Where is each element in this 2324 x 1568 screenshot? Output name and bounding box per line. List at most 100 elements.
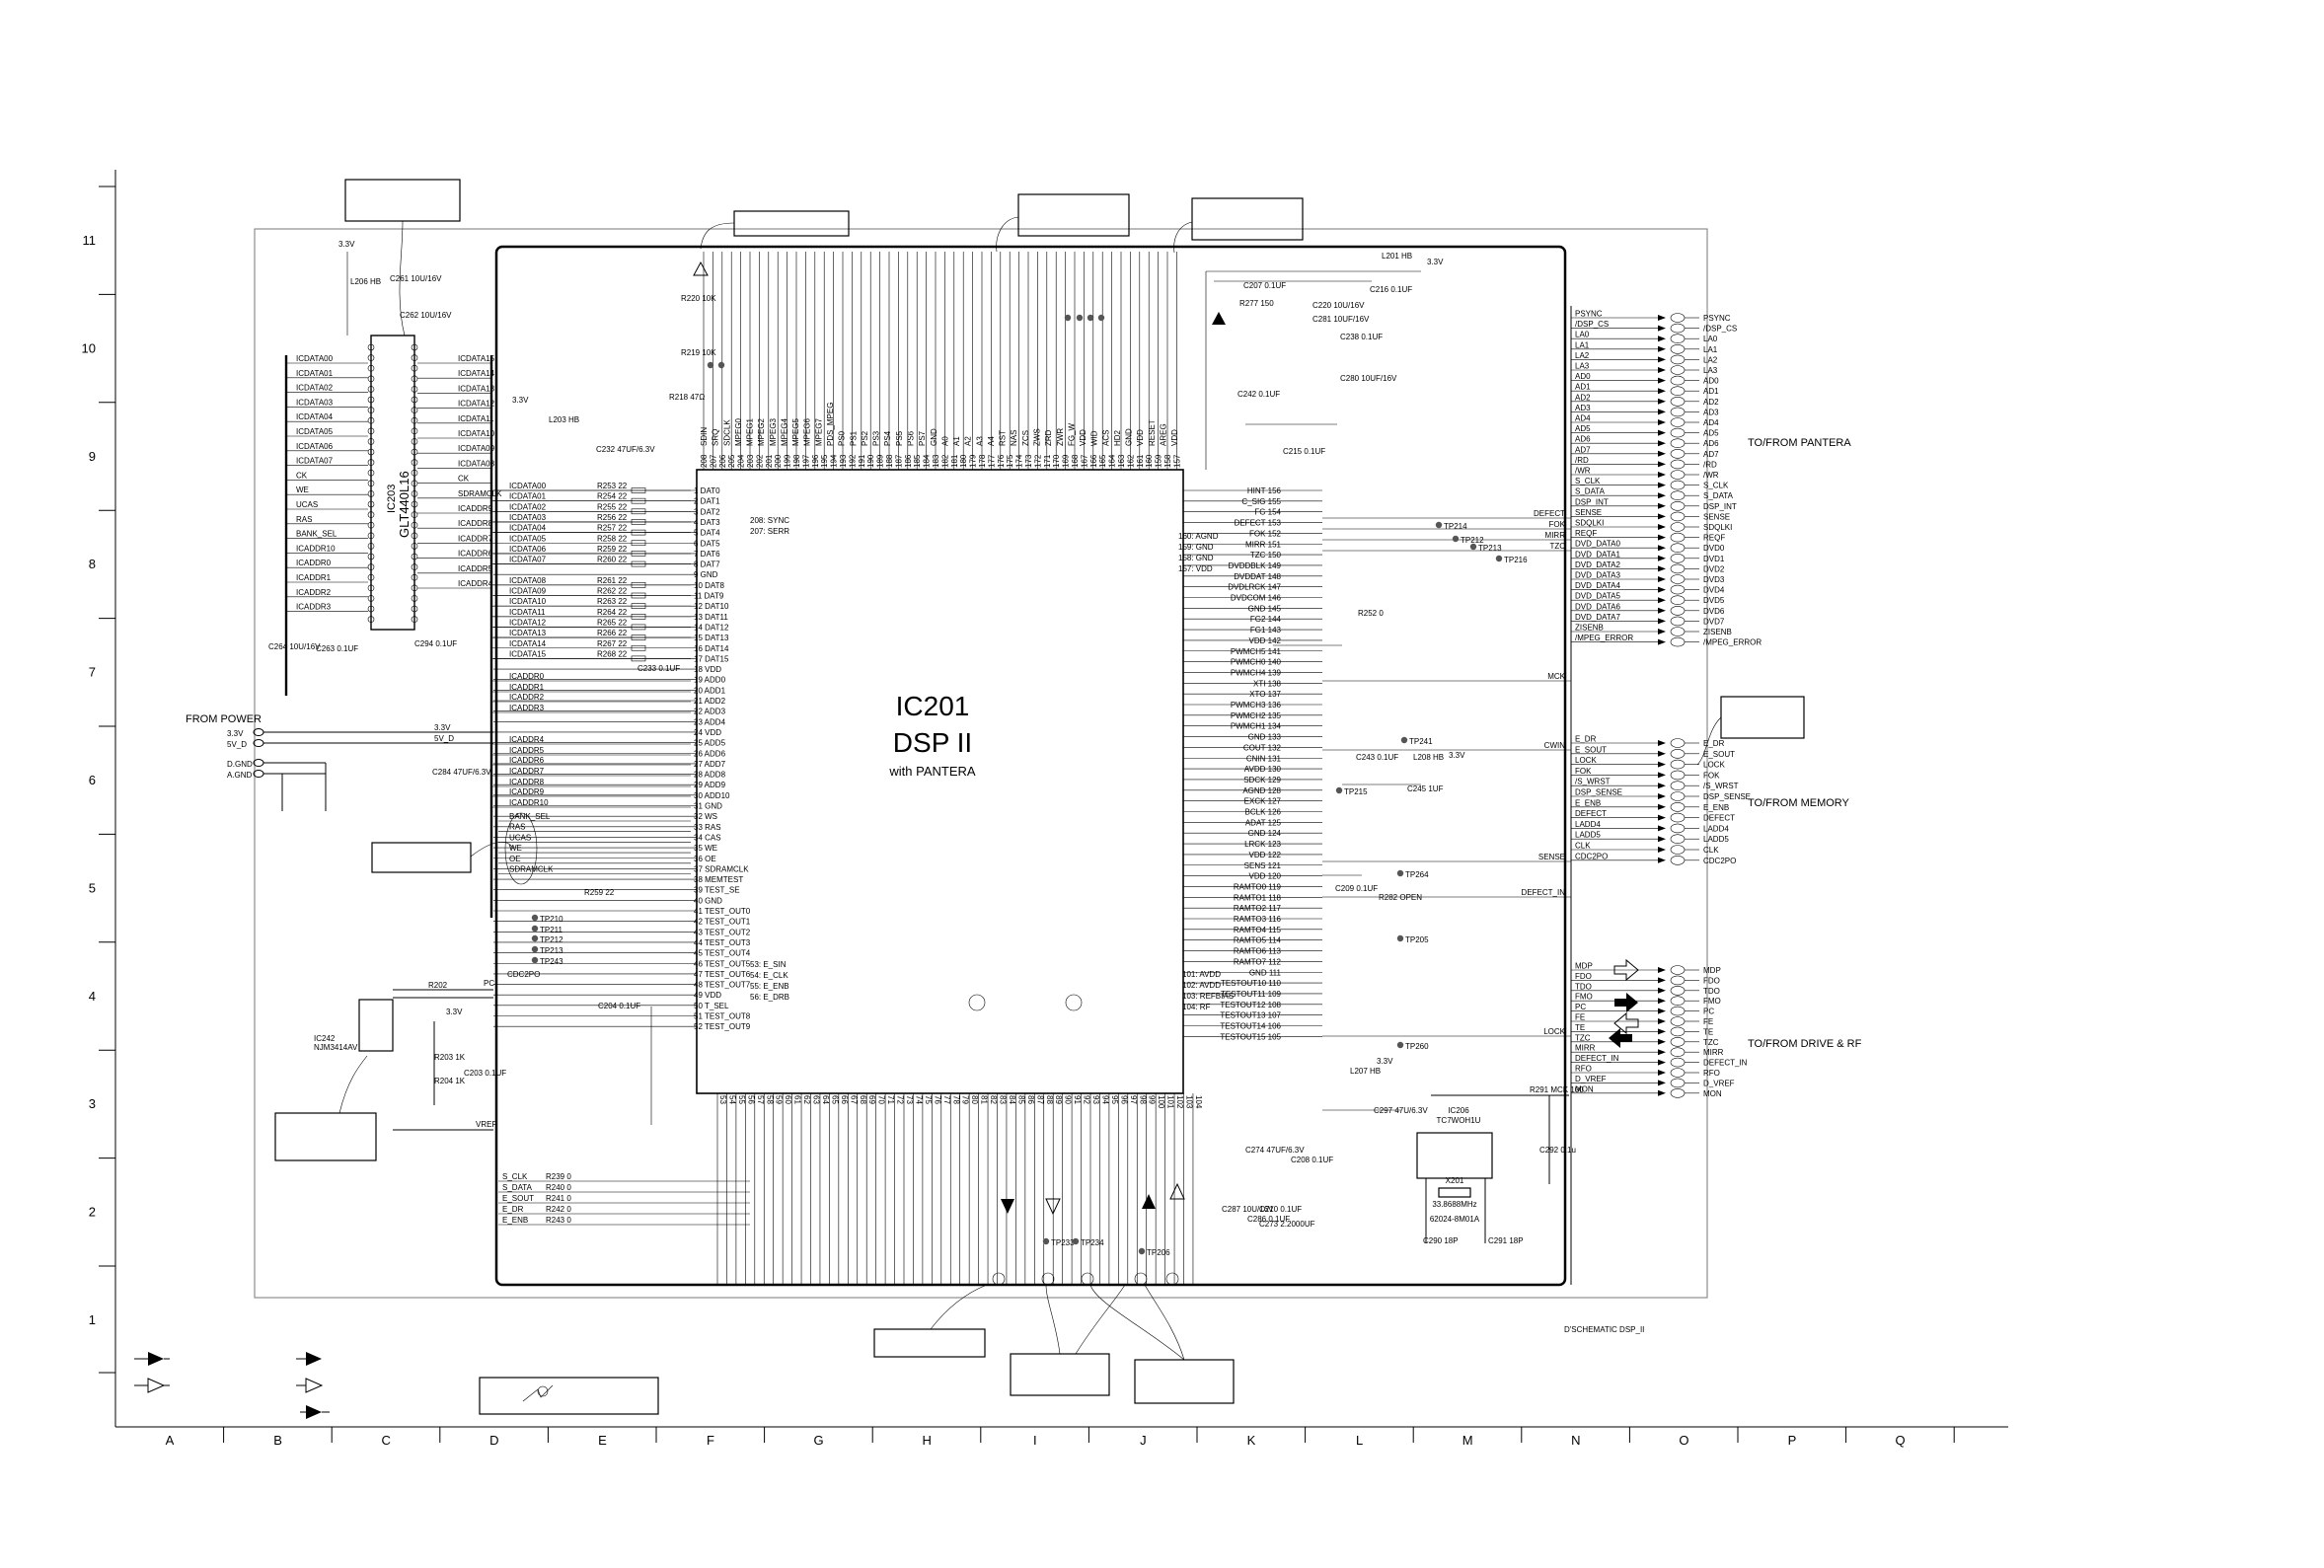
pin-note: 103: REFBIAS bbox=[1182, 992, 1234, 1001]
test-point-dot bbox=[1495, 555, 1503, 562]
osc-r291: R291 MCK 100 bbox=[1530, 1085, 1584, 1094]
connector-wire: DEFECT bbox=[1575, 809, 1607, 818]
connector-pin: LA1 bbox=[1703, 345, 1718, 354]
supply-marker: 3.3V bbox=[1427, 258, 1444, 266]
chip-pin-name-top: A4 bbox=[987, 436, 996, 446]
chip-pin-left: 30 ADD10 bbox=[694, 791, 730, 800]
ctrl-label: UCAS bbox=[509, 833, 531, 842]
connector-wire: D_VREF bbox=[1575, 1075, 1607, 1083]
chip-pin-left: 9 GND bbox=[694, 570, 718, 579]
heading-pantera: TO/FROM PANTERA bbox=[1748, 437, 1851, 449]
pin-note: 54: E_CLK bbox=[750, 971, 788, 980]
mem-left-label: ICDATA01 bbox=[296, 369, 334, 378]
resistor-label: R257 22 bbox=[597, 524, 628, 533]
column-label: B bbox=[273, 1433, 282, 1448]
connector-wire: E_DR bbox=[1575, 735, 1597, 744]
osc-crystal: X201 bbox=[1446, 1176, 1464, 1185]
bus-label: ICDATA13 bbox=[509, 629, 547, 637]
connector-pin: E_ENB bbox=[1703, 803, 1729, 812]
connector-wire: ZISENB bbox=[1575, 624, 1604, 633]
chip-pin-bottom: 81 bbox=[980, 1095, 989, 1104]
chip-pin-name-top: PS2 bbox=[861, 430, 869, 446]
chip-pin-name-top: ZWR bbox=[1056, 428, 1065, 446]
chip-pin-left: 43 TEST_OUT2 bbox=[694, 928, 751, 936]
chip-pin-top: 201 bbox=[765, 454, 774, 468]
chip-pin-name-top: MPEG1 bbox=[746, 417, 755, 446]
chip-pin-top: 207 bbox=[709, 454, 717, 468]
chip-pin-left: 37 SDRAMCLK bbox=[694, 864, 749, 873]
connector-wire: AD0 bbox=[1575, 372, 1591, 381]
chip-pin-top: 168 bbox=[1071, 454, 1080, 468]
pin-note: 53: E_SIN bbox=[750, 960, 787, 969]
bus-label: ICDATA12 bbox=[509, 618, 547, 627]
right-connector: PSYNCPSYNC/DSP_CS/DSP_CSLA0LA0LA1LA1LA2L… bbox=[1571, 310, 1762, 1098]
chip-pin-right: RAMTO7 112 bbox=[1234, 957, 1282, 966]
mem-left-label: ICDATA06 bbox=[296, 442, 334, 451]
bus-label: ICDATA04 bbox=[509, 524, 547, 533]
connector-pin: AD7 bbox=[1703, 450, 1719, 459]
connector-pin: /MPEG_ERROR bbox=[1703, 638, 1762, 647]
component-label: C220 10U/16V bbox=[1312, 301, 1365, 310]
chip-pin-left: 20 ADD1 bbox=[694, 686, 726, 695]
connector-wire: SENSE bbox=[1575, 508, 1602, 517]
chip-pin-right: PWMCH1 134 bbox=[1231, 722, 1282, 731]
test-point-label: TP260 bbox=[1405, 1042, 1429, 1051]
osc-c291: C291 18P bbox=[1488, 1236, 1524, 1245]
mem-ref: IC203 bbox=[386, 485, 398, 513]
chip-pin-top: 189 bbox=[876, 454, 885, 468]
resistor-label: R255 22 bbox=[597, 502, 628, 511]
pin-note: 157: VDD bbox=[1178, 564, 1213, 573]
schematic-title: D'SCHEMATIC DSP_II bbox=[1564, 1325, 1644, 1334]
serial-signal: S_CLK bbox=[502, 1172, 528, 1181]
legend-arrows bbox=[134, 1352, 330, 1419]
test-point-dot bbox=[1097, 314, 1105, 322]
connector-pin: DVD5 bbox=[1703, 596, 1725, 605]
connector-wire: DVD_DATA1 bbox=[1575, 550, 1620, 559]
chip-pin-left: 6 DAT5 bbox=[694, 539, 720, 548]
ic203-memory: IC203 GLT440L16 bbox=[370, 335, 415, 631]
connector-wire: AD5 bbox=[1575, 424, 1591, 433]
chip-pin-top: 205 bbox=[727, 454, 736, 468]
serial-signal: E_ENB bbox=[502, 1216, 528, 1225]
mem-left-label: ICDATA07 bbox=[296, 457, 334, 466]
chip-pin-left: 5 DAT4 bbox=[694, 529, 720, 538]
mem-left-label: CK bbox=[296, 471, 308, 480]
chip-pin-bottom: 67 bbox=[849, 1095, 858, 1104]
connector-wire: E_ENB bbox=[1575, 798, 1601, 807]
address-wires: ICADDR0ICADDR1ICADDR2ICADDR3ICADDR4ICADD… bbox=[491, 672, 691, 808]
side-signal: SENSE bbox=[1538, 853, 1565, 861]
connector-pin: AD2 bbox=[1703, 398, 1719, 407]
chip-pin-right: COUT 132 bbox=[1243, 743, 1282, 752]
chip-pin-right: CNIN 131 bbox=[1246, 754, 1282, 763]
test-point-dot bbox=[1452, 535, 1460, 543]
serial-signal: E_DR bbox=[502, 1205, 524, 1214]
chip-pin-top: 206 bbox=[718, 454, 727, 468]
chip-pin-top: 172 bbox=[1033, 454, 1042, 468]
chip-pin-top: 157 bbox=[1172, 454, 1181, 468]
row-label: 7 bbox=[89, 665, 96, 680]
chip-pin-right: TESTOUT14 106 bbox=[1220, 1022, 1281, 1031]
serial-res: R240 0 bbox=[546, 1183, 571, 1192]
addr-label: ICADDR6 bbox=[509, 756, 545, 765]
mem-left-label: ICADDR2 bbox=[296, 588, 332, 597]
chip-pin-bottom: 63 bbox=[812, 1095, 821, 1104]
bus-label: ICDATA11 bbox=[509, 608, 546, 617]
connector-pin: PC bbox=[1703, 1008, 1714, 1016]
connector-pin: E_SOUT bbox=[1703, 750, 1735, 759]
chip-pin-name-top: MPEG0 bbox=[734, 417, 743, 446]
probe-circle bbox=[1165, 1272, 1179, 1286]
test-point-label: TP215 bbox=[1344, 787, 1368, 796]
chip-pin-left: 26 ADD6 bbox=[694, 749, 726, 758]
test-point-label: TP264 bbox=[1405, 870, 1429, 879]
chip-pin-bottom: 101 bbox=[1166, 1095, 1175, 1109]
component-label: C281 10UF/16V bbox=[1312, 315, 1370, 324]
chip-pin-left: 4 DAT3 bbox=[694, 518, 720, 527]
chip-pin-bottom: 56 bbox=[746, 1095, 755, 1104]
mem-left-label: BANK_SEL bbox=[296, 530, 337, 539]
test-point-label: TP243 bbox=[540, 957, 563, 966]
chip-pin-top: 196 bbox=[811, 454, 820, 468]
chip-pin-bottom: 74 bbox=[914, 1095, 923, 1104]
